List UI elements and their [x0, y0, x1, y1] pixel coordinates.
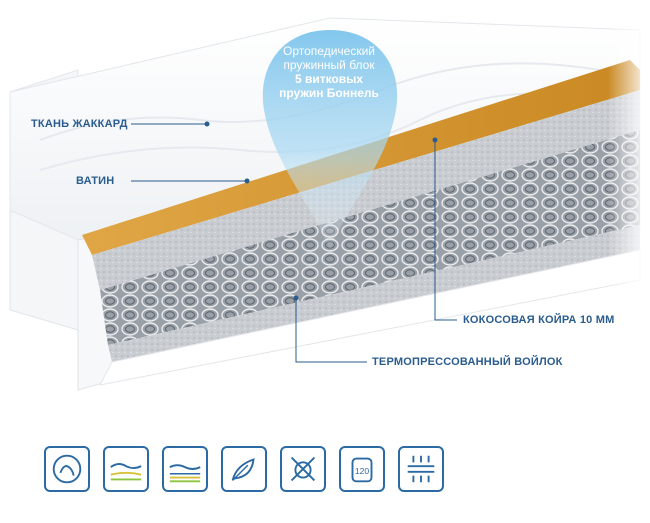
sleeper-firm-icon: [162, 446, 208, 492]
label-felt: ТЕРМОПРЕССОВАННЫЙ ВОЙЛОК: [372, 356, 563, 368]
spring-block-callout: Ортопедический пружинный блок 5 витковых…: [262, 44, 396, 100]
orthopedic-spring-icon: [44, 446, 90, 492]
callout-line-1: Ортопедический: [283, 44, 375, 58]
callout-line-3: 5 витковых: [294, 72, 364, 86]
callout-line-4: пружин Боннель: [279, 86, 379, 100]
callout-line-2: пружинный блок: [283, 58, 375, 72]
max-load-value: 120: [355, 466, 370, 476]
max-load-icon: 120: [339, 446, 385, 492]
mattress-cross-section: [9, 0, 650, 410]
no-mites-icon: [280, 446, 326, 492]
natural-leaf-icon: [221, 446, 267, 492]
sleeper-medium-firm-icon: [103, 446, 149, 492]
label-fabric: ТКАНЬ ЖАККАРД: [31, 118, 128, 130]
airflow-icon: [398, 446, 444, 492]
label-batting: ВАТИН: [76, 175, 115, 187]
label-coir: КОКОСОВАЯ КОЙРА 10 ММ: [463, 314, 615, 326]
feature-icons: 120: [44, 446, 444, 498]
